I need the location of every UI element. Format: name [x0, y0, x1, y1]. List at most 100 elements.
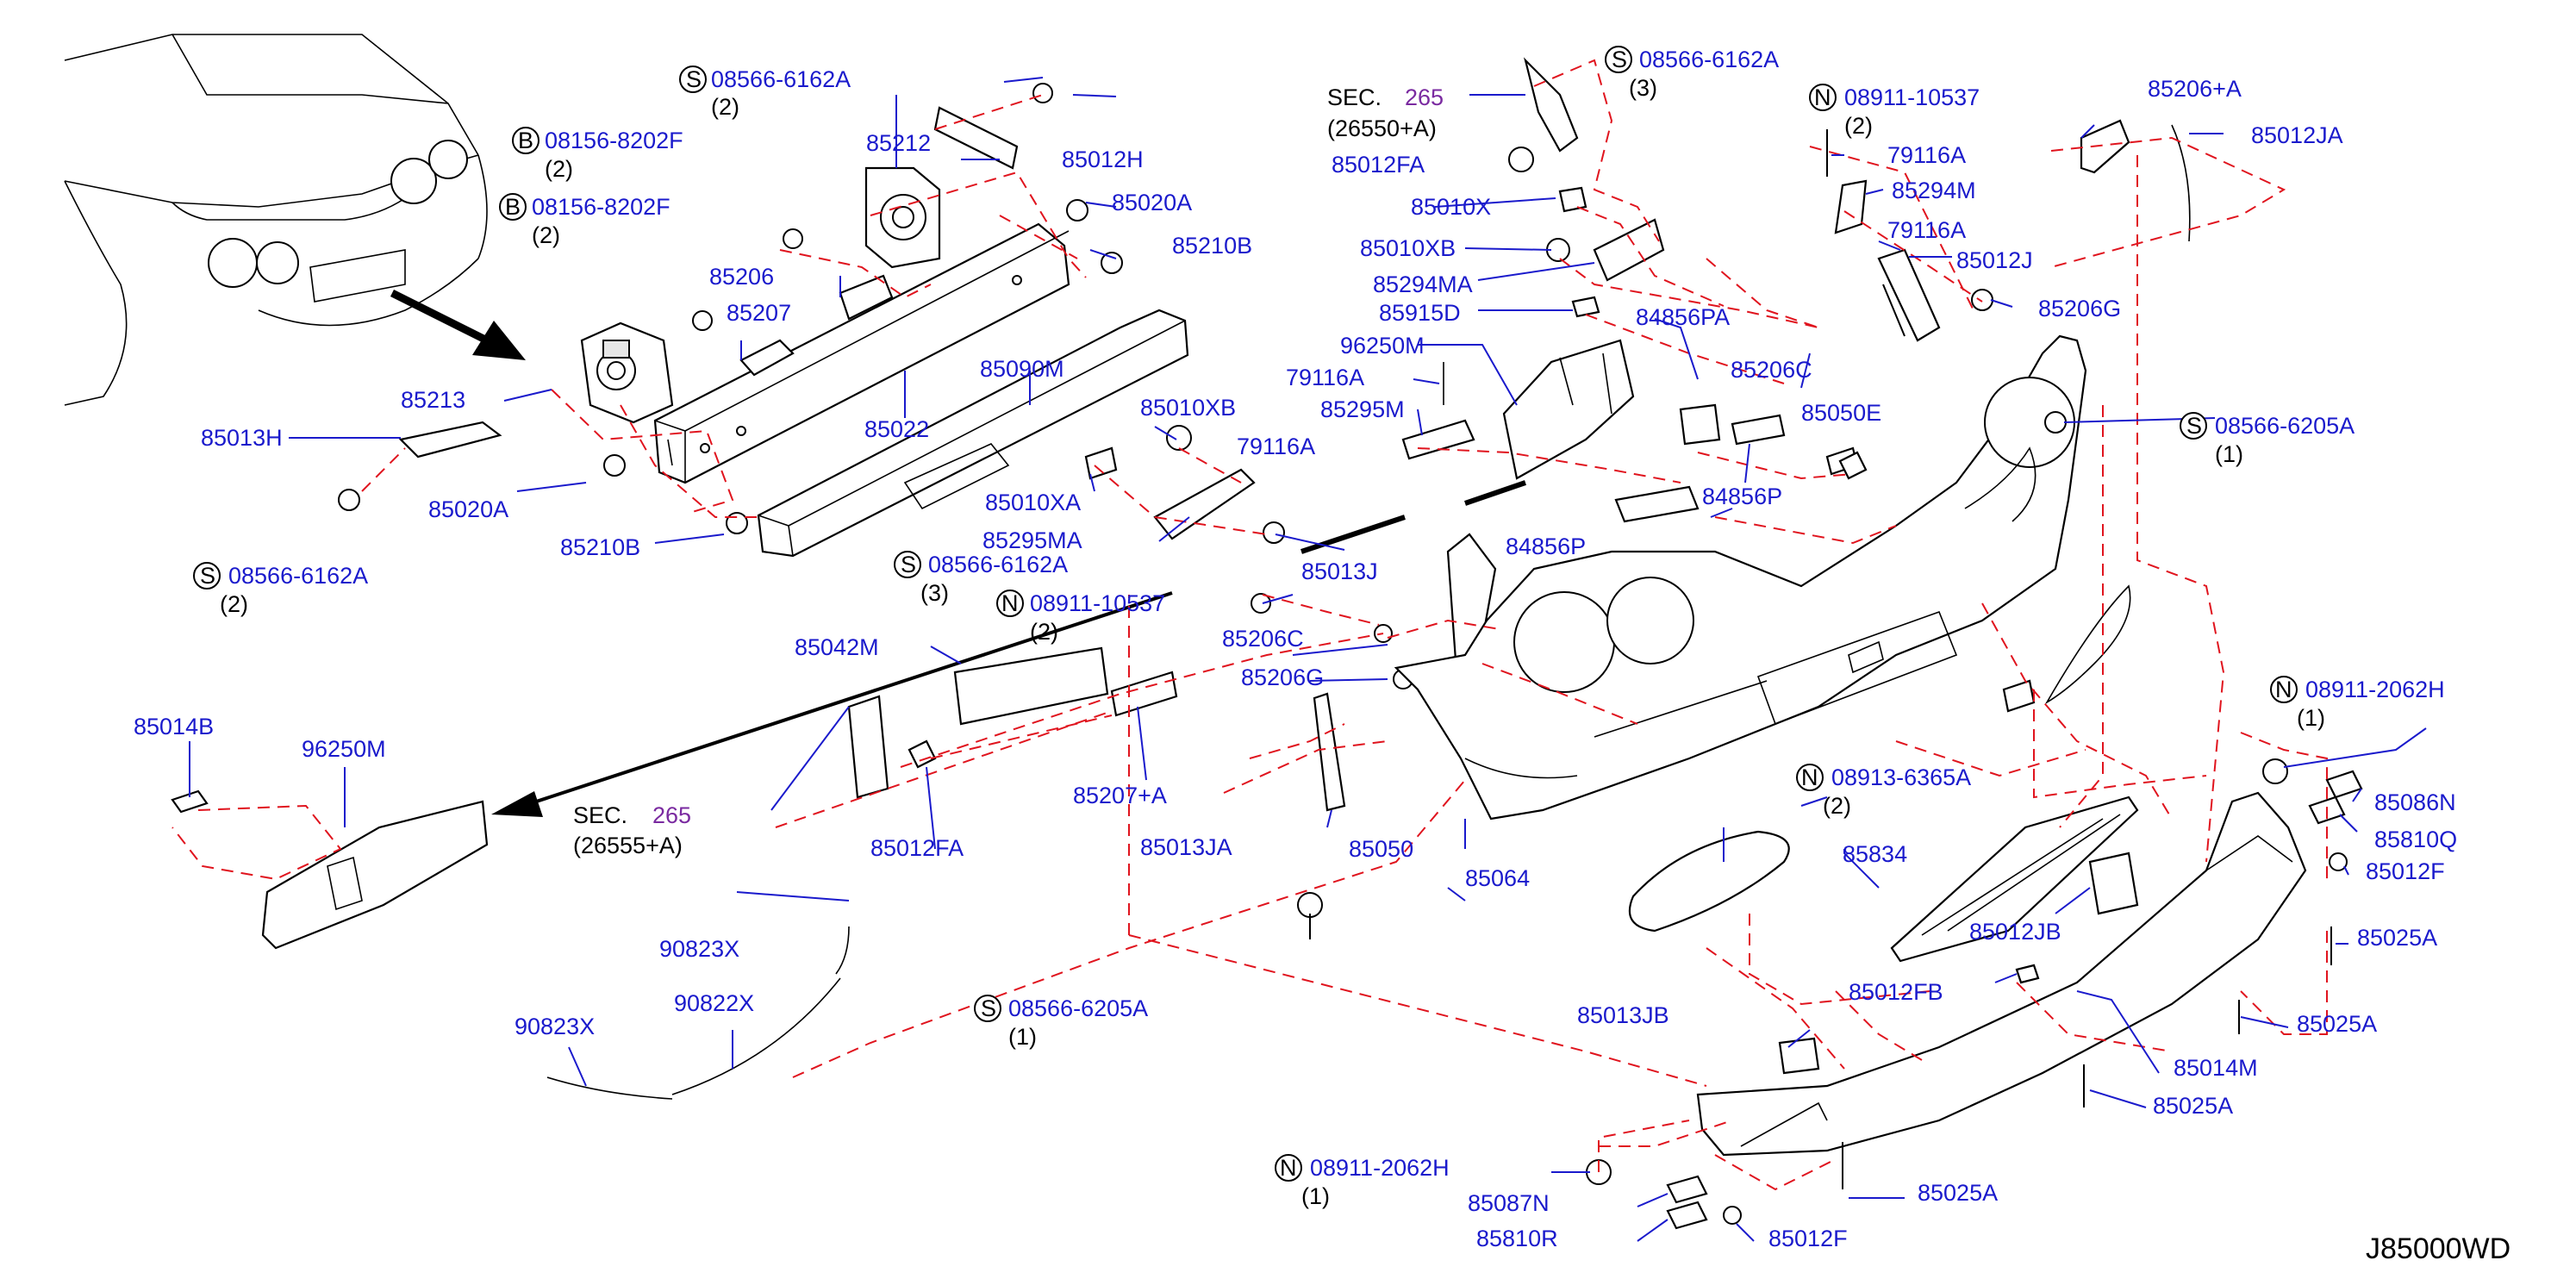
svg-text:N: N	[1814, 84, 1831, 110]
label-85213: 85213	[401, 387, 465, 413]
label-85915D: 85915D	[1379, 300, 1461, 326]
label-85212: 85212	[866, 130, 931, 156]
section-ref-left: SEC. 265 (26555+A)	[573, 802, 691, 858]
svg-text:(1): (1)	[2297, 705, 2325, 731]
svg-text:(2): (2)	[545, 156, 573, 182]
svg-text:B: B	[505, 194, 521, 220]
label-85206C: 85206C	[1731, 357, 1812, 383]
label-85294M: 85294M	[1892, 178, 1976, 203]
label-85013H: 85013H	[201, 425, 283, 451]
fastener-callout: S 08566-6162A (3)	[1605, 46, 1779, 101]
svg-text:(26550+A): (26550+A)	[1327, 115, 1437, 141]
svg-text:08566-6162A: 08566-6162A	[928, 552, 1068, 577]
svg-text:08911-2062H: 08911-2062H	[2305, 677, 2445, 702]
svg-text:N: N	[1280, 1155, 1297, 1181]
leader-lines	[189, 77, 2427, 1242]
svg-text:08566-6205A: 08566-6205A	[1008, 995, 1148, 1021]
fastener-callout: N 08913-6365A (2)	[1796, 764, 1971, 819]
label-85013JA: 85013JA	[1140, 834, 1232, 860]
fastener-callout: S 08566-6205A (1)	[2180, 412, 2355, 467]
label-85042M: 85042M	[795, 634, 879, 660]
label-79116A: 79116A	[1887, 217, 1966, 243]
svg-text:S: S	[901, 552, 916, 577]
svg-text:08911-10537: 08911-10537	[1030, 590, 1165, 616]
part-drawings	[171, 57, 2363, 1230]
svg-text:N: N	[1801, 764, 1818, 790]
label-85810R: 85810R	[1476, 1226, 1558, 1251]
label-85025A: 85025A	[2297, 1011, 2377, 1037]
svg-text:08913-6365A: 08913-6365A	[1831, 764, 1971, 790]
label-85206G: 85206G	[1241, 664, 1324, 690]
fastener-callout: S 08566-6162A (2)	[679, 66, 851, 120]
label-85087N: 85087N	[1468, 1190, 1550, 1216]
label-85210B: 85210B	[1172, 233, 1252, 259]
label-85050: 85050	[1349, 836, 1413, 862]
svg-text:08911-2062H: 08911-2062H	[1310, 1155, 1450, 1181]
part-labels: 85213 85013H 85020A 85210B 85022 85206 8…	[134, 76, 2457, 1251]
label-85206G: 85206G	[2038, 296, 2121, 321]
label-85010XB: 85010XB	[1140, 395, 1236, 421]
svg-text:08566-6162A: 08566-6162A	[711, 66, 851, 92]
label-85010XA: 85010XA	[985, 490, 1081, 515]
svg-text:(2): (2)	[220, 591, 248, 617]
label-85294MA: 85294MA	[1373, 271, 1473, 297]
label-85010XB: 85010XB	[1360, 235, 1456, 261]
label-85086N: 85086N	[2374, 789, 2456, 815]
label-85012JA: 85012JA	[2251, 122, 2343, 148]
label-85012J: 85012J	[1956, 247, 2033, 273]
fastener-callout: N 08911-2062H (1)	[1275, 1154, 1450, 1209]
section-references: SEC. 265 (26550+A) SEC. 265 (26555+A)	[573, 84, 1444, 858]
svg-text:(2): (2)	[1030, 619, 1058, 645]
section-arrow	[491, 480, 1526, 817]
label-85014M: 85014M	[2174, 1055, 2258, 1081]
fastener-callout: B 08156-8202F (2)	[512, 127, 683, 182]
svg-text:S: S	[2186, 413, 2202, 439]
label-85064: 85064	[1465, 865, 1530, 891]
svg-text:S: S	[200, 563, 215, 589]
svg-text:(1): (1)	[1301, 1183, 1330, 1209]
label-85207A: 85207+A	[1073, 783, 1167, 808]
svg-text:(1): (1)	[1008, 1024, 1037, 1050]
label-84856P: 84856P	[1702, 484, 1782, 509]
label-85206: 85206	[709, 264, 774, 290]
label-85012H: 85012H	[1062, 147, 1144, 172]
label-85020A: 85020A	[428, 496, 508, 522]
svg-text:265: 265	[652, 802, 691, 828]
label-85025A: 85025A	[2357, 925, 2437, 951]
label-85025A: 85025A	[2153, 1093, 2233, 1119]
label-85010X: 85010X	[1411, 194, 1491, 220]
label-85022: 85022	[864, 416, 929, 442]
svg-text:SEC.: SEC.	[1327, 84, 1382, 110]
label-85014B: 85014B	[134, 714, 214, 739]
label-85012F: 85012F	[1768, 1226, 1848, 1251]
assembly-dash-lines	[172, 59, 2328, 1191]
svg-text:08156-8202F: 08156-8202F	[545, 128, 683, 153]
svg-text:(2): (2)	[711, 94, 739, 120]
svg-text:08156-8202F: 08156-8202F	[532, 194, 671, 220]
fastener-callout: S 08566-6205A (1)	[974, 995, 1148, 1050]
svg-text:B: B	[518, 128, 533, 153]
label-85025A: 85025A	[1918, 1180, 1998, 1206]
label-90823X: 90823X	[515, 1014, 595, 1039]
svg-text:S: S	[686, 66, 702, 92]
label-85206C: 85206C	[1222, 626, 1304, 652]
label-85012F: 85012F	[2366, 858, 2445, 884]
direction-arrow	[390, 289, 526, 360]
label-84856P: 84856P	[1506, 533, 1586, 559]
fastener-callout: N 08911-10537 (2)	[996, 590, 1165, 645]
svg-text:(2): (2)	[1823, 793, 1851, 819]
label-90822X: 90822X	[674, 990, 754, 1016]
svg-text:08911-10537: 08911-10537	[1844, 84, 1980, 110]
label-85012FA: 85012FA	[1332, 152, 1425, 178]
svg-text:08566-6162A: 08566-6162A	[228, 563, 368, 589]
label-85013J: 85013J	[1301, 558, 1378, 584]
label-85090M: 85090M	[980, 356, 1064, 382]
label-85012FB: 85012FB	[1849, 979, 1943, 1005]
svg-text:265: 265	[1405, 84, 1444, 110]
svg-text:(3): (3)	[1629, 75, 1657, 101]
fastener-callout: N 08911-2062H (1)	[2270, 676, 2445, 731]
label-96250M: 96250M	[1340, 333, 1425, 359]
label-85012FA: 85012FA	[870, 835, 964, 861]
fastener-callout: B 08156-8202F (2)	[499, 193, 671, 248]
